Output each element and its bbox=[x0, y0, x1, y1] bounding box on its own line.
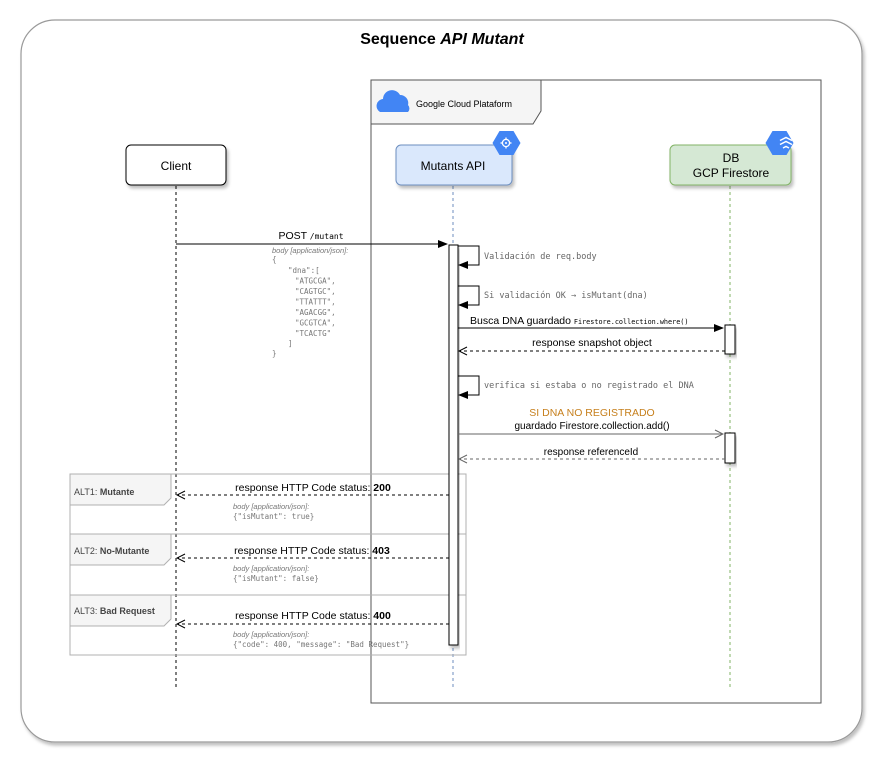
db-participant[interactable]: DB GCP Firestore bbox=[669, 144, 792, 186]
post-body-line: "dna":[ bbox=[288, 266, 320, 275]
alt3-body-header: body [application/json]: bbox=[233, 630, 309, 639]
api-engine-icon bbox=[492, 131, 521, 155]
alt3-response-label: response HTTP Code status: 400 bbox=[235, 610, 391, 622]
cloud-icon bbox=[376, 90, 410, 112]
gcp-label: Google Cloud Plataform bbox=[416, 99, 512, 109]
client-label: Client bbox=[161, 159, 192, 173]
alt2-body: {"isMutant": false} bbox=[233, 574, 319, 583]
client-participant[interactable]: Client bbox=[125, 144, 227, 186]
post-body-line: "AGACGG", bbox=[295, 308, 336, 317]
no-registrado-label: SI DNA NO REGISTRADO bbox=[529, 407, 654, 419]
alt1-box: ALT1: Mutante bbox=[69, 473, 467, 535]
alt1-body: {"isMutant": true} bbox=[233, 512, 314, 521]
alt2-body-header: body [application/json]: bbox=[233, 564, 309, 573]
db-label-line1: DB bbox=[723, 151, 740, 165]
post-body-line: } bbox=[272, 349, 277, 358]
post-body-line: ] bbox=[288, 339, 293, 348]
self-verifica-arrow bbox=[458, 375, 480, 399]
firestore-icon bbox=[765, 131, 794, 155]
alt1-label: ALT1: Mutante bbox=[74, 487, 134, 497]
alt3-body: {"code": 400, "message": "Bad Request"} bbox=[233, 640, 409, 649]
alt1-body-header: body [application/json]: bbox=[233, 502, 309, 511]
alt2-response-label: response HTTP Code status: 403 bbox=[234, 545, 390, 557]
post-body: { "dna":[ "ATGCGA", "CAGTGC", "TTATTT", … bbox=[272, 255, 336, 358]
gcp-label-tab bbox=[370, 79, 542, 125]
post-body-line: "TCACTG" bbox=[295, 329, 331, 338]
self-validate-label: Validación de req.body bbox=[484, 251, 597, 262]
api-label: Mutants API bbox=[421, 159, 486, 173]
self-mutant-label: Si validación OK → isMutant(dna) bbox=[484, 290, 648, 301]
alt2-box: ALT2: No-Mutante bbox=[69, 533, 467, 596]
busca-label: Busca DNA guardado Firestore.collection.… bbox=[470, 315, 688, 327]
snapshot-label: response snapshot object bbox=[532, 337, 652, 349]
post-body-header: body [application/json]: bbox=[272, 246, 348, 255]
guardado-label: guardado Firestore.collection.add() bbox=[514, 421, 669, 432]
post-body-line: "ATGCGA", bbox=[295, 277, 336, 286]
db-activation-2 bbox=[724, 432, 736, 464]
alt3-label: ALT3: Bad Request bbox=[74, 606, 155, 616]
db-activation-1 bbox=[724, 324, 736, 355]
alt1-response-label: response HTTP Code status: 200 bbox=[235, 482, 391, 494]
diagram-title: Sequence API Mutant bbox=[360, 31, 524, 48]
post-body-line: "CAGTGC", bbox=[295, 287, 336, 296]
reference-label: response referenceId bbox=[544, 447, 639, 458]
post-body-line: "GCGTCA", bbox=[295, 319, 336, 328]
self-mutant-arrow bbox=[458, 285, 480, 309]
post-body-line: "TTATTT", bbox=[295, 298, 336, 307]
post-body-line: { bbox=[272, 255, 277, 264]
post-label: POST /mutant bbox=[278, 230, 343, 242]
db-label-line2: GCP Firestore bbox=[693, 166, 770, 180]
alt3-box: ALT3: Bad Request bbox=[69, 594, 467, 656]
self-verifica-label: verifica si estaba o no registrado el DN… bbox=[484, 381, 694, 391]
api-participant[interactable]: Mutants API bbox=[395, 144, 513, 186]
alt2-label: ALT2: No-Mutante bbox=[74, 546, 149, 556]
self-validate-arrow bbox=[458, 245, 480, 269]
api-activation bbox=[448, 244, 459, 646]
